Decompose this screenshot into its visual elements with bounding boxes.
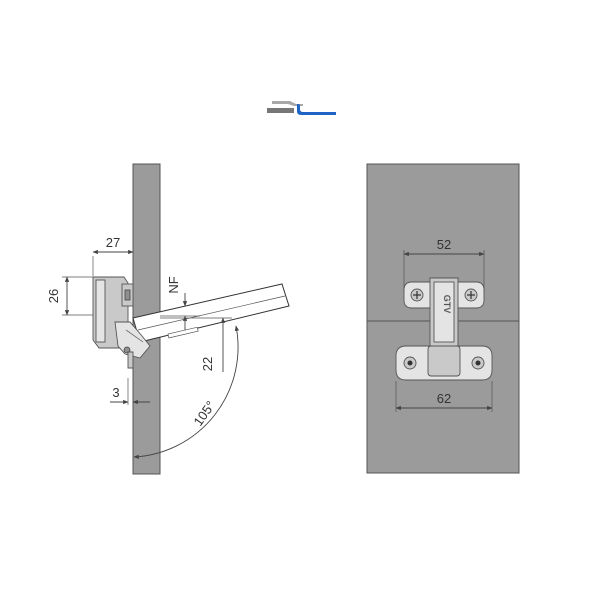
dim-62-label: 62 <box>437 391 451 406</box>
dim-22-label: 22 <box>200 357 215 371</box>
dim-3-label: 3 <box>112 385 119 400</box>
opening-angle-label: 105° <box>190 398 218 429</box>
dim-26-label: 26 <box>46 289 61 303</box>
front-view: 52 GTV 62 <box>366 163 520 474</box>
overlay-icon-door <box>297 104 336 115</box>
screw-icon <box>471 356 485 370</box>
hinge-pivot <box>123 346 131 354</box>
overlay-type-icon <box>267 101 336 115</box>
side-view: 27 26 NF 22 3 105° <box>46 163 290 475</box>
overlay-icon-carcass <box>267 108 294 113</box>
door-edge-line <box>137 295 286 331</box>
overlay-icon-hinge <box>272 101 303 106</box>
screw-icon <box>464 288 478 302</box>
opening-angle-arc <box>133 325 240 459</box>
hinge-arm-cover <box>433 281 455 343</box>
mounting-base-center <box>427 345 461 377</box>
dim-nf-label: NF <box>166 276 181 293</box>
screw-icon <box>410 288 424 302</box>
dim-27-label: 27 <box>106 235 120 250</box>
screw-icon <box>403 356 417 370</box>
hinge-base-lower <box>127 351 134 369</box>
hinge-cup-rim <box>95 279 106 343</box>
dim-52-label: 52 <box>437 237 451 252</box>
brand-logo: GTV <box>442 295 452 314</box>
mounting-screw <box>124 289 131 301</box>
